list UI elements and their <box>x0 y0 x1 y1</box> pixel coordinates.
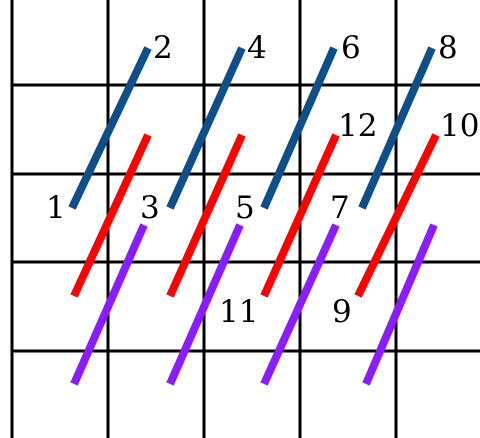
label-10: 10 <box>440 108 479 144</box>
label-11: 11 <box>219 294 258 330</box>
blue-segment-1-2 <box>68 46 152 210</box>
label-8: 8 <box>438 30 458 66</box>
blue-segments <box>68 46 436 210</box>
label-1: 1 <box>46 190 66 226</box>
label-12: 12 <box>338 108 377 144</box>
label-6: 6 <box>341 30 361 66</box>
label-3: 3 <box>140 190 160 226</box>
red-segment-11-12 <box>260 133 340 298</box>
red-segments <box>70 133 440 298</box>
purple-segment-1 <box>70 223 148 386</box>
label-5: 5 <box>235 190 255 226</box>
red-segment-b <box>166 133 246 298</box>
purple-segments <box>70 223 438 386</box>
purple-segment-3 <box>260 223 340 386</box>
label-2: 2 <box>153 30 173 66</box>
blue-segment-3-4 <box>166 46 246 210</box>
blue-segment-5-6 <box>260 46 338 210</box>
blue-segment-7-8 <box>358 46 436 210</box>
purple-segment-2 <box>166 223 244 386</box>
label-4: 4 <box>247 30 267 66</box>
point-labels: 1 2 3 4 5 6 7 8 9 10 11 12 <box>46 30 479 330</box>
red-segment-a <box>70 133 152 298</box>
purple-segment-4 <box>362 223 438 386</box>
label-9: 9 <box>332 294 352 330</box>
red-segment-9-10 <box>354 133 440 298</box>
label-7: 7 <box>330 190 350 226</box>
